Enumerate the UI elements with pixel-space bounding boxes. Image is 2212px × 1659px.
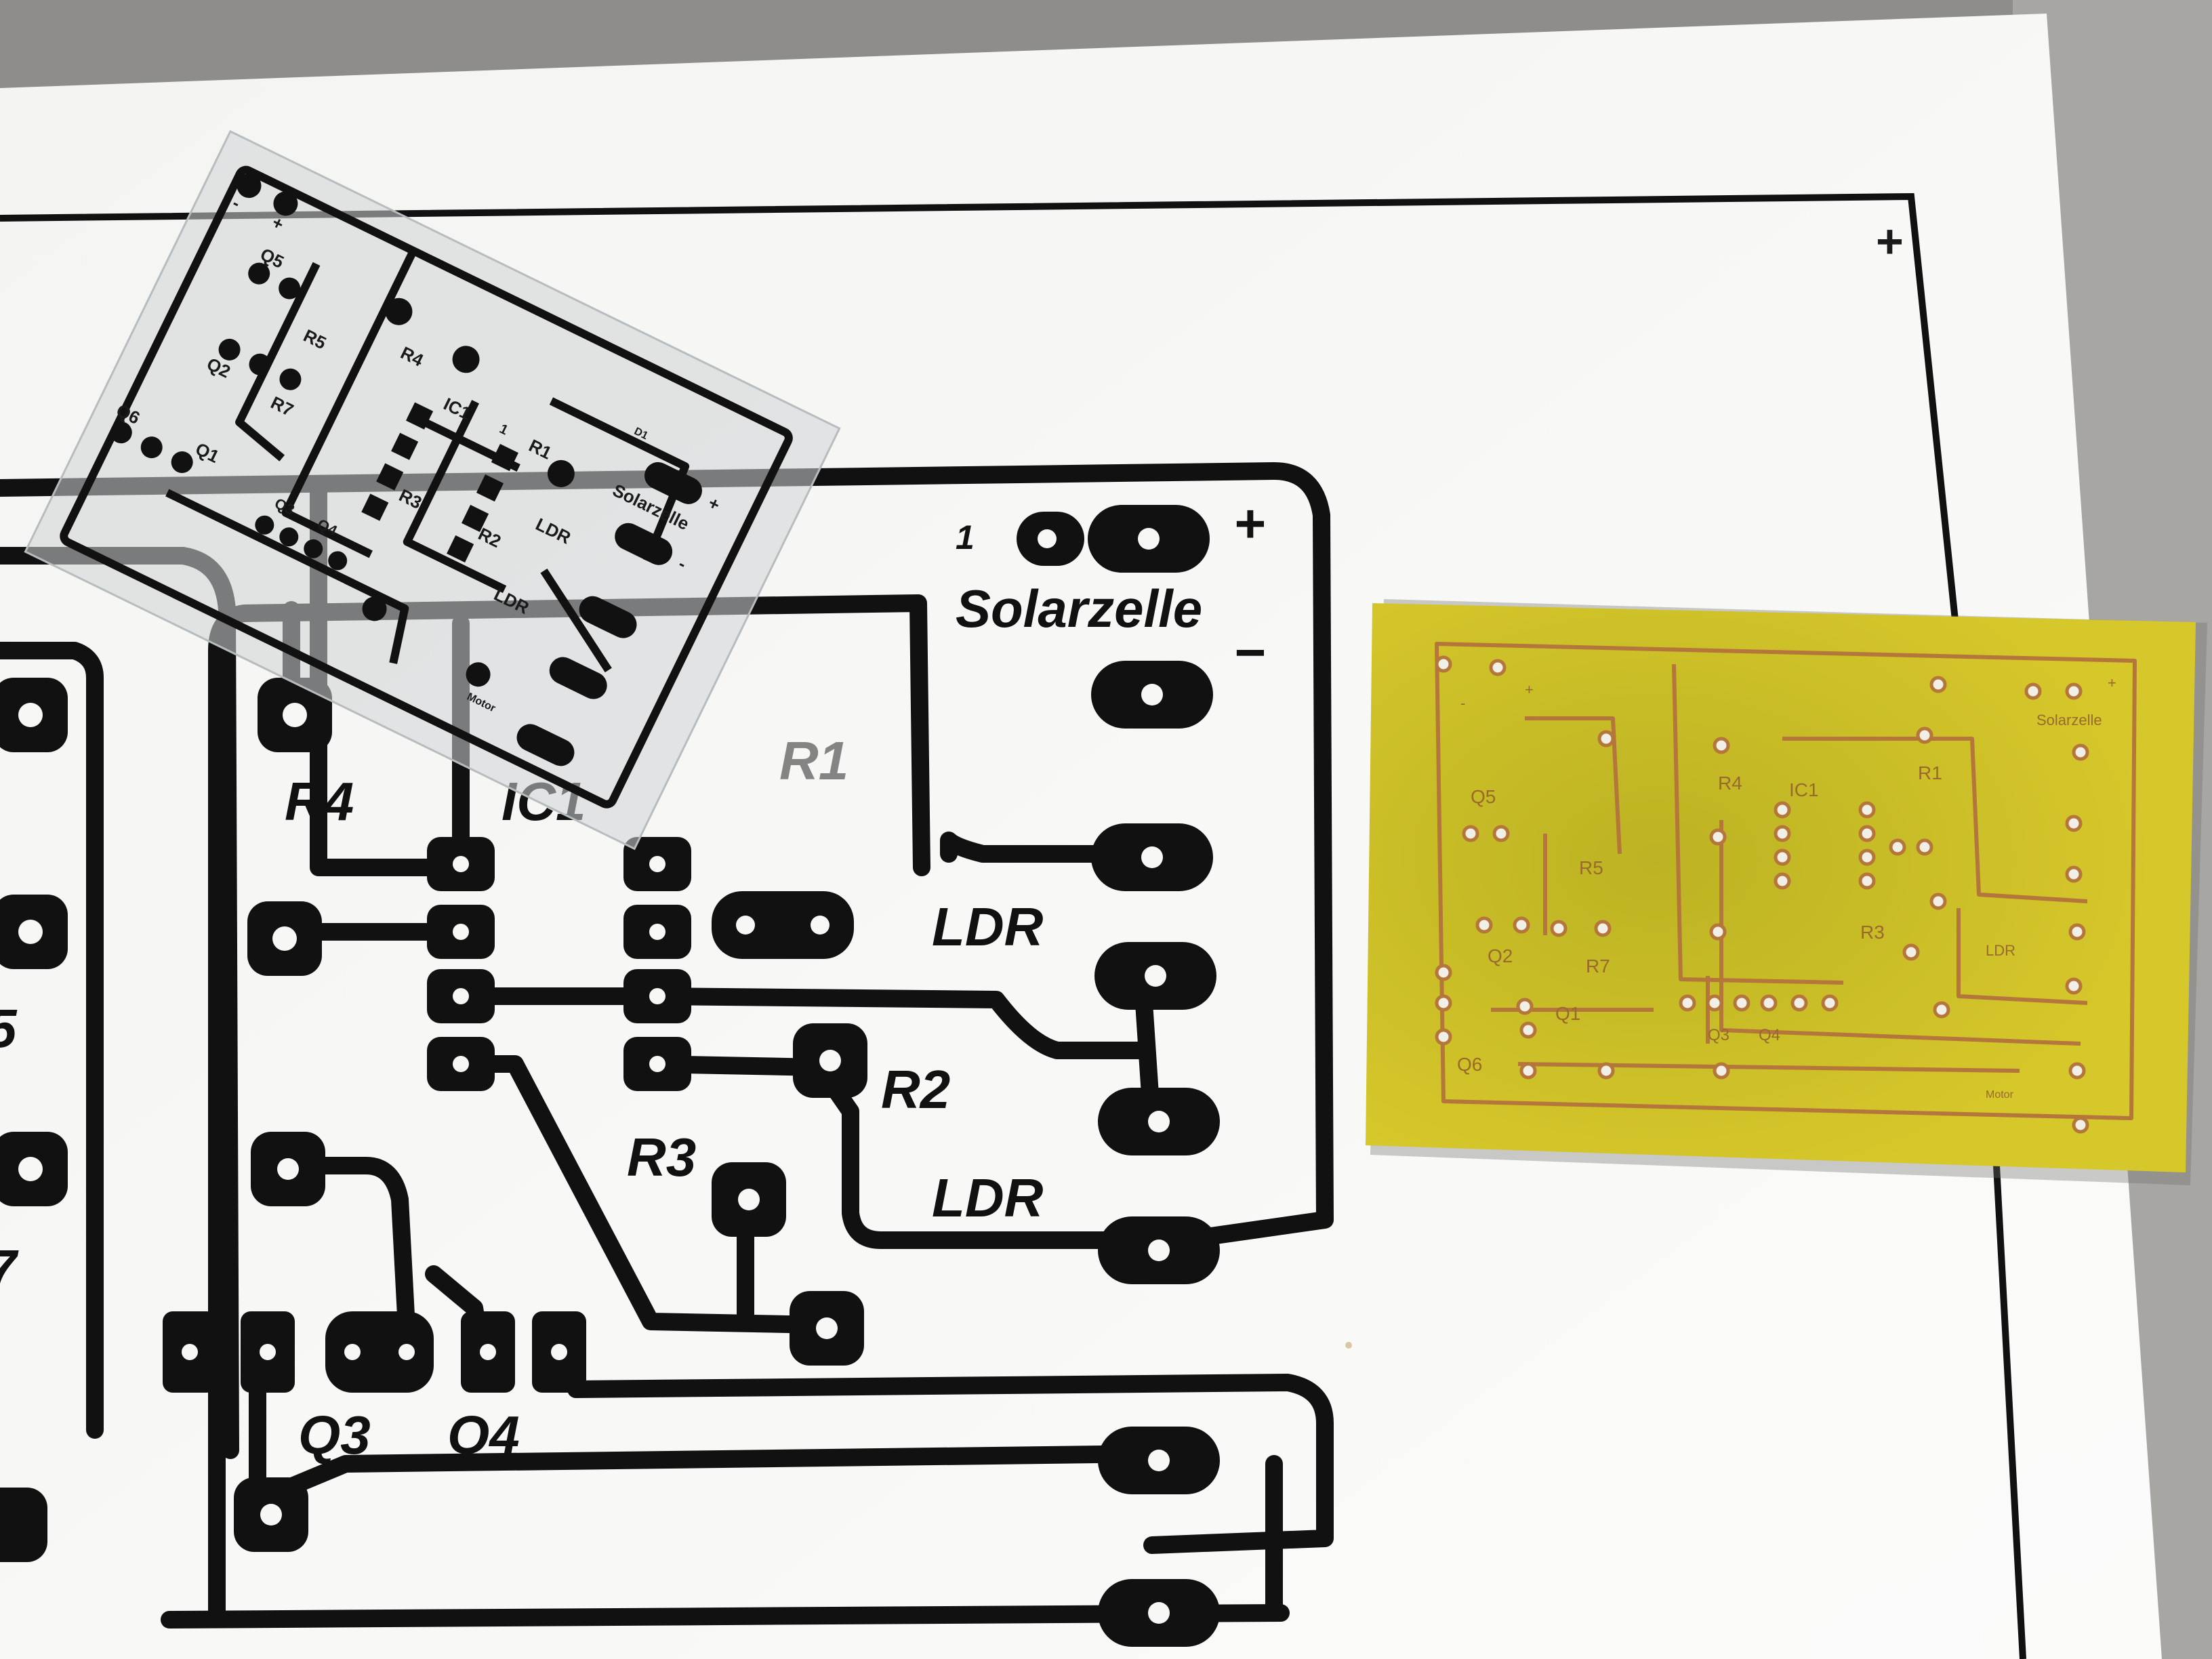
etched-pcb: - + Solarzelle + Q5 R4 IC1 R1 R5 Q2 R7 R… [1366, 599, 2207, 1185]
film-traces [60, 165, 793, 808]
pad-q-3 [325, 1311, 434, 1393]
print-label-minus: − [1233, 622, 1265, 682]
print-label-ldr-top: LDR [932, 897, 1044, 957]
pad-left-4 [0, 1488, 47, 1562]
film-pads [110, 173, 702, 766]
trace-pin3 [452, 987, 1154, 1059]
pcb-label-q2: Q2 [1488, 945, 1513, 966]
pcb-label-r5: R5 [1579, 857, 1603, 878]
print-label-left-5: 5 [0, 998, 18, 1059]
print-label-pin1: 1 [956, 518, 975, 556]
trace-q3 [269, 1157, 415, 1337]
print-label-r3: R3 [627, 1127, 696, 1187]
print-label-left-7: 7 [0, 1239, 19, 1299]
print-label-plus: + [1233, 493, 1265, 554]
print-label-solarzelle: Solarzelle [956, 579, 1202, 638]
pcb-label-r1: R1 [1918, 762, 1942, 783]
pcb-label-r7: R7 [1586, 956, 1610, 977]
pad-ldr-pair [712, 891, 854, 959]
printed-pads [0, 505, 1220, 1647]
trace-r2 [642, 1055, 1161, 1249]
print-label-r1: R1 [779, 731, 848, 791]
print-label-q4: Q4 [447, 1405, 520, 1465]
print-label-r4: R4 [285, 771, 354, 832]
page-corner-plus: + [1876, 215, 1904, 268]
trace-bottom [161, 1604, 1290, 1629]
pcb-label-q6: Q6 [1457, 1054, 1482, 1075]
pcb-label-plus: + [1525, 681, 1534, 698]
print-label-q3: Q3 [298, 1405, 371, 1465]
pcb-label-motor: Motor [1986, 1089, 2014, 1101]
pcb-label-plus2: + [2108, 674, 2116, 691]
trace-ldr-top [940, 832, 1154, 863]
pcb-label-q5: Q5 [1471, 786, 1496, 807]
paper-crumb [1345, 1342, 1352, 1349]
pcb-labels: - + Solarzelle + Q5 R4 IC1 R1 R5 Q2 R7 R… [1457, 674, 2116, 1101]
transparency-film: - + Q5 R5 Q2 R7 Q6 Q1 R4 IC1 R1 1 D1 Sol… [24, 129, 841, 851]
pcb-label-q3: Q3 [1708, 1026, 1729, 1044]
pcb-label-solarzelle: Solarzelle [2036, 712, 2102, 729]
pcb-label-minus: - [1460, 695, 1465, 712]
print-label-ldr-bottom: LDR [932, 1168, 1044, 1228]
pcb-label-q1: Q1 [1555, 1003, 1580, 1024]
trace-left-inner [0, 642, 104, 1439]
page-border-right [1993, 1165, 2026, 1659]
pcb-pads [1435, 655, 2089, 1134]
trace-frame-right [0, 462, 1334, 1249]
pcb-label-q4: Q4 [1759, 1026, 1780, 1044]
pcb-label-ic1: IC1 [1789, 779, 1819, 800]
pcb-label-r4: R4 [1718, 773, 1742, 794]
print-label-r2: R2 [881, 1059, 950, 1120]
pcb-label-r3: R3 [1860, 922, 1885, 943]
pcb-label-ldr: LDR [1986, 942, 2015, 959]
trace-q4b [554, 1340, 1334, 1554]
page-border-top [0, 192, 1959, 621]
pcb-copper-traces [1435, 642, 2137, 1120]
